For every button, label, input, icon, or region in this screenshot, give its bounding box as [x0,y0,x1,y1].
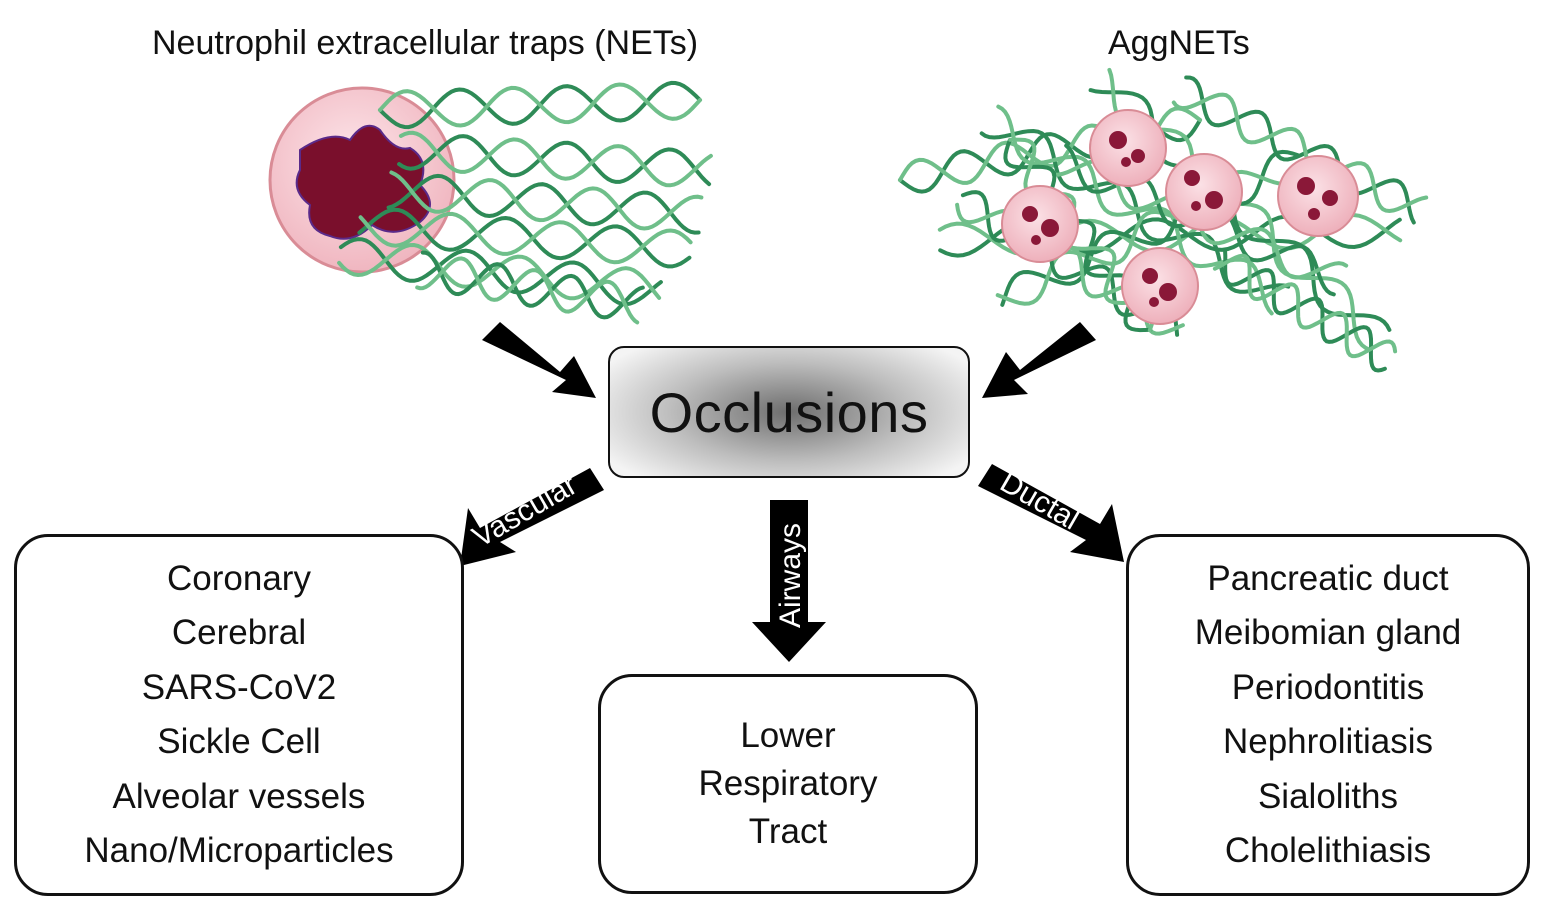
dna-strand [1223,249,1387,373]
agg-cell [1277,155,1359,237]
vascular-box: Coronary Cerebral SARS-CoV2 Sickle Cell … [14,534,464,896]
aggnets-title: AggNETs [1108,24,1250,62]
aggnets-cells [1001,109,1359,325]
ductal-item: Cholelithiasis [1224,831,1432,870]
airways-box: Lower Respiratory Tract [598,674,978,894]
agg-cell [1089,109,1167,187]
dna-strand [397,134,712,187]
ductal-item: Nephrolitiasis [1222,722,1434,761]
dna-strand [389,170,704,231]
vascular-item: SARS-CoV2 [141,667,337,707]
vascular-item: Alveolar vessels [112,776,366,816]
dna-strand [415,256,640,325]
agg-cell [1121,247,1199,325]
nets-dna-strands [337,80,713,325]
arrow-nets-to-occlusions [482,322,596,398]
dna-strand [1171,92,1429,214]
arrow-airways: Airways [752,500,826,662]
vascular-item: Nano/Microparticles [84,831,394,870]
vascular-item: Sickle Cell [157,722,321,761]
arrow-label-ductal: Ductal [995,465,1085,536]
occlusions-label: Occlusions [649,380,929,444]
vascular-item: Cerebral [171,613,307,652]
airways-item: Tract [748,812,828,851]
dna-strand [378,82,702,128]
dna-strand [1184,75,1416,225]
airways-item: Respiratory [698,764,878,803]
arrow-ductal: Ductal [978,464,1124,562]
arrow-label-airways: Airways [774,523,807,628]
arrow-aggnets-to-occlusions [982,322,1096,398]
ductal-item: Meibomian gland [1194,613,1462,652]
ductal-item: Sialoliths [1257,776,1399,816]
dna-strand [1212,253,1398,359]
agg-cell [1001,185,1079,263]
arrow-vascular: Vascular [460,468,604,566]
ductal-item: Periodontitis [1231,667,1425,707]
vascular-item: Coronary [167,558,311,598]
arrow-label-vascular: Vascular [467,468,583,554]
occlusions-node: Occlusions [608,346,970,478]
dna-strand [420,250,645,320]
dna-strand [398,130,713,188]
dna-strand [995,162,1305,306]
dna-strand [357,207,692,269]
dna-strand [1000,149,1300,307]
ductal-item: Pancreatic duct [1207,558,1449,598]
dna-strand [386,173,701,235]
dna-strand [338,237,663,307]
nets-title: Neutrophil extracellular traps (NETs) [152,24,699,62]
airways-item: Lower [740,716,836,755]
dna-strand [358,211,693,265]
ductal-box: Pancreatic duct Meibomian gland Periodon… [1126,534,1530,896]
agg-cell [1165,153,1243,231]
